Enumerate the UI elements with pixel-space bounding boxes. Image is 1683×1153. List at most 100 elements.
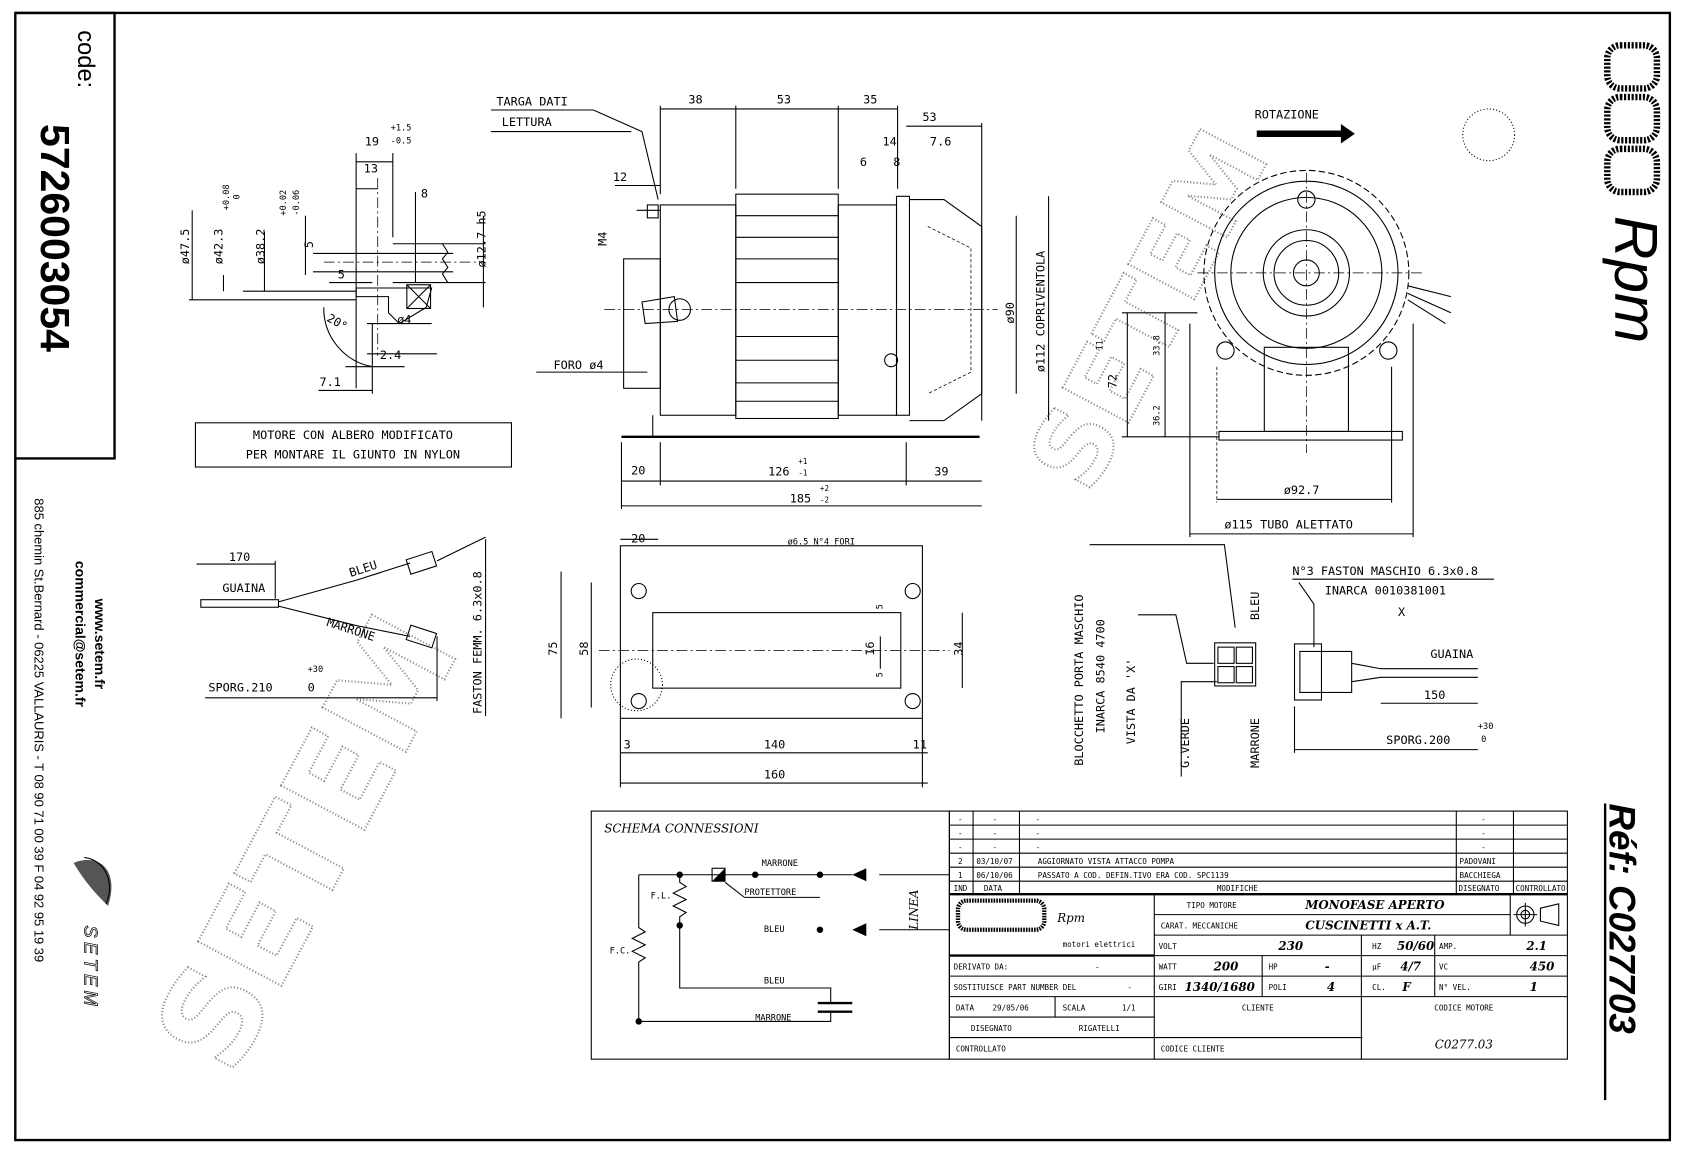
dim-5: 5 (302, 241, 316, 248)
dim-140: 140 (764, 738, 785, 752)
dim-38: 38 (688, 93, 702, 107)
label-targa-dati: TARGA DATI (496, 95, 567, 109)
revision-row: ---- (958, 815, 1486, 824)
company-info: www.setem.fr commercial@setem.fr 885 che… (32, 498, 112, 1011)
motor-front-view: ROTAZIONE 72 33.8 36.2 11 ø92.7 ø115 TUB… (1096, 108, 1452, 538)
label-disegnato: DISEGNATO (971, 1024, 1012, 1033)
dim-150: 150 (1424, 688, 1445, 702)
label-data: DATA (956, 1004, 975, 1013)
dim-8: 8 (893, 155, 900, 169)
value-disegnato: RIGATELLI (1079, 1024, 1120, 1033)
value-giri: 1340/1680 (1184, 980, 1255, 994)
label-faston-maschio: N°3 FASTON MASCHIO 6.3x0.8 (1292, 564, 1478, 578)
label-controllato: CONTROLLATO (956, 1045, 1006, 1054)
dim-8: 8 (421, 186, 428, 200)
logo-tagline: motori elettrici (1063, 940, 1136, 949)
setem-logo-text: SETEM (80, 925, 101, 1010)
dim-126: 126 (768, 465, 789, 479)
dim-20: 20 (631, 532, 645, 546)
value-watt: 200 (1213, 960, 1240, 974)
dim-4: ø4 (397, 313, 411, 327)
drawing-label: - (993, 829, 998, 838)
label-amp: AMP. (1439, 942, 1457, 951)
header-data: DATA (984, 884, 1003, 893)
dim-7-6: 7.6 (930, 135, 951, 149)
drawing-frame (14, 11, 1672, 1142)
label-fori: ø6.5 N°4 FORI (788, 538, 855, 548)
dim-20: 20 (631, 464, 645, 478)
tolerance: 0 (1481, 735, 1486, 745)
product-code: 5726003054 (32, 124, 78, 352)
label-bleu-2: BLEU (764, 977, 785, 987)
label-lettura: LETTURA (502, 115, 552, 129)
value-hp: - (1325, 960, 1330, 974)
setem-watermark-2: SETEM (1007, 112, 1293, 508)
tolerance: 0 (233, 194, 243, 199)
website-link[interactable]: www.setem.fr (92, 598, 108, 690)
motor-side-view: TARGA DATI LETTURA 38 53 35 53 14 7.6 6 … (490, 93, 1050, 510)
cable-detail-left: 170 GUAINA BLEU MARRONE FASTON FEMM. 6.3… (196, 536, 487, 717)
value-nvel: 1 (1530, 980, 1538, 994)
header-ind: IND (954, 884, 968, 893)
shaft-note-line: PER MONTARE IL GIUNTO IN NYLON (246, 447, 460, 461)
tolerance: +0.08 (222, 184, 232, 210)
email-link[interactable]: commercial@setem.fr (73, 561, 89, 708)
dim-39: 39 (934, 465, 948, 479)
resistor-fc-icon (631, 874, 832, 1022)
label-bleu: BLEU (347, 558, 378, 580)
label-derivato: DERIVATO DA: (954, 963, 1009, 972)
dim-90: ø90 (1003, 302, 1017, 323)
dim-35: 35 (863, 93, 877, 107)
code-box: code: 5726003054 (15, 11, 116, 460)
drawing-label: - (993, 843, 998, 852)
value-amp: 2.1 (1525, 939, 1547, 953)
revision-row: ---- (958, 843, 1486, 852)
dim-7-1: 7.1 (319, 375, 340, 389)
dim-115-tubo-alettato: ø115 TUBO ALETTATO (1224, 518, 1353, 532)
resistor-fl-icon (672, 874, 832, 1004)
watermark-circle-icon (1462, 108, 1516, 162)
label-poli: POLI (1269, 983, 1287, 992)
label-cl: CL. (1372, 983, 1386, 992)
dim-16: 16 (863, 641, 877, 655)
label-sporg-210: SPORG.210 (208, 680, 272, 694)
tolerance: +2 (820, 484, 829, 493)
drawing-label: PADOVANI (1460, 857, 1496, 866)
label-guaina: GUAINA (1430, 647, 1473, 661)
code-label: code: (72, 30, 98, 88)
dim-12: 12 (613, 170, 627, 184)
dim-6: 6 (860, 155, 867, 169)
tolerance: -0.06 (292, 190, 302, 216)
dim-58: 58 (577, 641, 591, 655)
dim-47-5: ø47.5 (178, 229, 192, 265)
value-scala: 1/1 (1122, 1004, 1136, 1013)
drawing-label: - (958, 815, 963, 824)
rpm-logo: Rpm (1602, 42, 1670, 344)
dim-19: 19 (365, 135, 379, 149)
label-protettore: PROTETTORE (744, 888, 796, 898)
drawing-label: - (1036, 829, 1041, 838)
value-uf: 4/7 (1400, 960, 1422, 974)
label-codice-motore: CODICE MOTORE (1434, 1004, 1494, 1013)
dim-2-4: 2.4 (380, 348, 401, 362)
reference-code: Réf: C027703 (1601, 804, 1642, 1034)
label-vista-da-x: VISTA DA 'X' (1124, 659, 1138, 745)
dim-53-fan: 53 (922, 110, 936, 124)
rpm-logo-text: Rpm (1602, 216, 1670, 344)
dim-112-copriventola: ø112 COPRIVENTOLA (1033, 251, 1047, 372)
label-nvel: N° VEL. (1439, 983, 1471, 992)
drawing-label: 03/10/07 (976, 857, 1012, 866)
drawing-label: - (958, 843, 963, 852)
label-marrone: MARRONE (1248, 718, 1262, 768)
dim-160: 160 (764, 768, 785, 782)
value-carat: CUSCINETTI x A.T. (1305, 919, 1431, 933)
drawing-label: 06/10/06 (976, 871, 1013, 880)
dim-170: 170 (229, 550, 250, 564)
value-poli: 4 (1327, 980, 1335, 994)
dim-5b: 5 (338, 267, 345, 281)
connector-detail: BLOCCHETTO PORTA MASCHIO INARCA 8540 470… (1072, 544, 1495, 777)
dim-11: 11 (1096, 340, 1106, 350)
value-derivato: - (1095, 963, 1100, 972)
value-vc: 450 (1530, 960, 1556, 974)
rotation-arrow-icon (1256, 124, 1355, 144)
